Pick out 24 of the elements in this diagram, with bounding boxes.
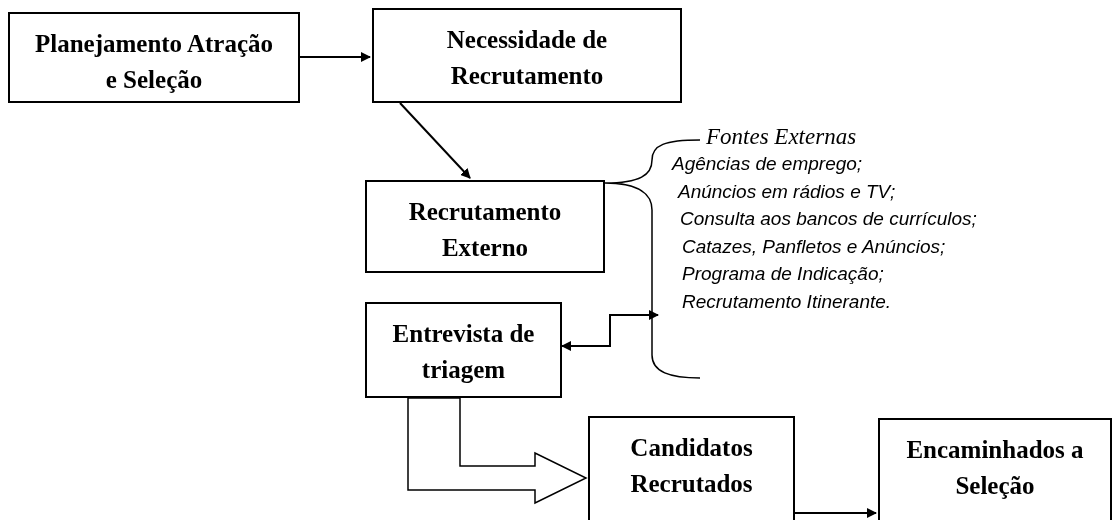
list-item: Programa de Indicação;	[682, 262, 885, 286]
list-item: Consulta aos bancos de currículos;	[680, 207, 978, 231]
arrow	[794, 508, 877, 518]
box-label: Planejamento Atração e Seleção	[33, 29, 275, 95]
process-box	[588, 416, 795, 520]
process-box	[372, 8, 682, 103]
arrow	[399, 102, 471, 179]
block-arrow	[407, 397, 588, 505]
process-box	[878, 418, 1112, 520]
list-item: Catazes, Panfletos e Anúncios;	[682, 234, 947, 259]
box-label: Encaminhados a Seleção	[905, 435, 1085, 501]
box-label: Entrevista de triagem	[391, 319, 536, 385]
arrow	[299, 52, 371, 62]
list-heading: Fontes Externas	[706, 124, 858, 150]
list-item: Recrutamento Itinerante.	[682, 289, 893, 314]
box-label: Necessidade de Recrutamento	[445, 25, 609, 91]
arrow	[561, 310, 659, 351]
list-item: Anúncios em rádios e TV;	[678, 179, 897, 204]
process-box	[8, 12, 300, 103]
list-item: Agências de emprego;	[672, 152, 864, 176]
process-box	[365, 302, 562, 398]
box-label: Candidatos Recrutados	[629, 433, 754, 499]
box-label: Recrutamento Externo	[407, 197, 563, 263]
process-box	[365, 180, 605, 273]
